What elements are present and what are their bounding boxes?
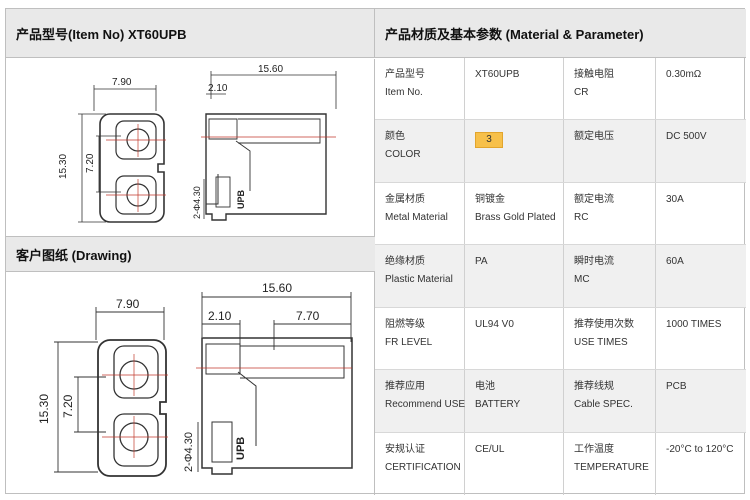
color-swatch: 3 bbox=[475, 132, 503, 148]
drawing-bottom: 7.90 15.60 2.10 7.70 15.30 7.20 2-Φ4.30 … bbox=[6, 272, 375, 495]
drawing-top: 7.90 15.60 2.10 15.30 7.20 2-Φ4.30 UPB bbox=[6, 59, 375, 236]
dim-2-10: 2.10 bbox=[208, 83, 228, 94]
connector-drawing-small: 7.90 15.60 2.10 15.30 7.20 2-Φ4.30 UPB bbox=[58, 64, 337, 223]
item-no-header: 产品型号(Item No) XT60UPB bbox=[6, 9, 375, 58]
param-value: 1000 TIMES bbox=[666, 319, 722, 330]
dim-7-70-large: 7.70 bbox=[296, 309, 320, 323]
material-title: 产品材质及基本参数 (Material & Parameter) bbox=[385, 26, 644, 42]
param-value: 3 bbox=[465, 120, 564, 182]
dim-7-90: 7.90 bbox=[112, 77, 132, 88]
drawing-title: 客户图纸 (Drawing) bbox=[16, 247, 132, 263]
item-no-title: 产品型号(Item No) XT60UPB bbox=[16, 26, 187, 42]
param-value: 0.30mΩ bbox=[666, 69, 702, 80]
dim-2-phi-4-30-large: 2-Φ4.30 bbox=[183, 432, 195, 472]
dim-2-phi-4-30: 2-Φ4.30 bbox=[192, 186, 202, 219]
param-value: UL94 V0 bbox=[465, 308, 564, 369]
connector-drawing-large: 7.90 15.60 2.10 7.70 15.30 7.20 2-Φ4.30 … bbox=[37, 281, 353, 477]
param-value: PCB bbox=[666, 381, 687, 392]
marking-upb: UPB bbox=[236, 189, 246, 209]
dim-15-60-large: 15.60 bbox=[262, 281, 292, 295]
param-value: PA bbox=[465, 245, 564, 307]
dim-7-90-large: 7.90 bbox=[116, 297, 140, 311]
drawing-header: 客户图纸 (Drawing) bbox=[6, 236, 375, 272]
param-value: DC 500V bbox=[666, 131, 707, 142]
marking-upb-large: UPB bbox=[235, 437, 247, 460]
dim-7-20: 7.20 bbox=[85, 153, 96, 173]
param-value: 60A bbox=[666, 256, 684, 267]
param-label: 额定电压 bbox=[564, 120, 656, 182]
param-value: 30A bbox=[666, 194, 684, 205]
dim-15-30-large: 15.30 bbox=[37, 394, 51, 424]
dim-2-10-large: 2.10 bbox=[208, 309, 232, 323]
dim-15-60: 15.60 bbox=[258, 64, 283, 75]
param-value: CE/UL bbox=[465, 433, 564, 495]
spec-sheet: 产品型号(Item No) XT60UPB 产品材质及基本参数 (Materia… bbox=[5, 8, 746, 495]
material-header: 产品材质及基本参数 (Material & Parameter) bbox=[375, 9, 746, 58]
param-value: XT60UPB bbox=[465, 58, 564, 119]
dim-7-20-large: 7.20 bbox=[61, 394, 75, 418]
param-value: -20°C to 120°C bbox=[666, 444, 734, 455]
dim-15-30: 15.30 bbox=[58, 154, 69, 179]
